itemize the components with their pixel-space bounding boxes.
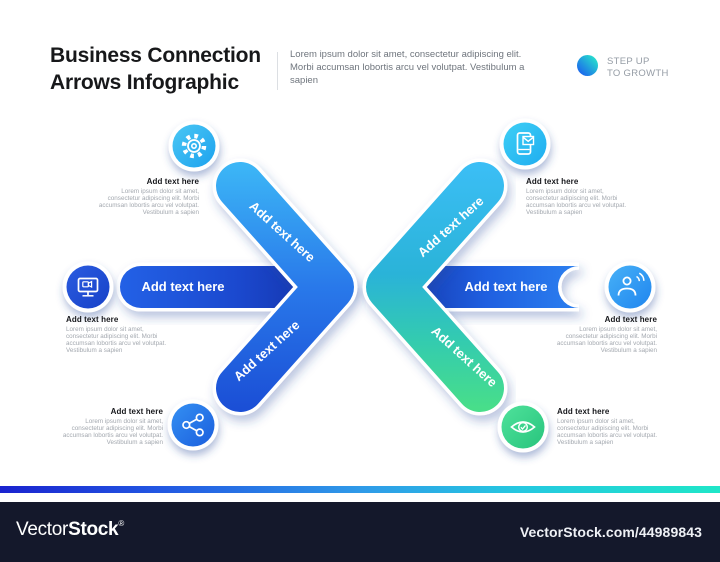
text-block-middle-left: Add text here Lorem ipsum dolor sit amet… (66, 315, 176, 354)
band-label-right-horizontal: Add text here (464, 279, 548, 294)
block-body: Lorem ipsum dolor sit amet, consectetur … (62, 418, 163, 447)
block-body: Lorem ipsum dolor sit amet, consectetur … (98, 188, 199, 217)
page-title: Business Connection Arrows Infographic (50, 42, 261, 96)
block-heading: Add text here (604, 315, 657, 324)
smartphone-mail-icon (499, 118, 551, 170)
block-body: Lorem ipsum dolor sit amet, consectetur … (557, 418, 658, 447)
registered-mark: ® (118, 519, 124, 528)
header-divider (277, 52, 278, 90)
block-body: Lorem ipsum dolor sit amet, consectetur … (66, 326, 167, 355)
vectorstock-logo: VectorStock® (16, 519, 124, 541)
left-chevron-band (212, 158, 358, 416)
gear-icon (168, 120, 220, 172)
gradient-divider-bar (0, 486, 720, 493)
band-label-left-horizontal: Add text here (141, 279, 225, 294)
monitor-video-icon (62, 261, 114, 313)
brand-prefix: Vector (16, 519, 69, 540)
title-line-1: Business Connection (50, 44, 261, 67)
watermark-footer: VectorStock® VectorStock.com/44989843 (0, 502, 720, 562)
block-heading: Add text here (526, 177, 579, 186)
eye-check-icon (497, 401, 549, 453)
header-description: Lorem ipsum dolor sit amet, consectetur … (290, 49, 525, 86)
badge-line-2: TO GROWTH (607, 67, 669, 79)
share-icon (167, 399, 219, 451)
block-body: Lorem ipsum dolor sit amet, consectetur … (556, 326, 657, 355)
text-block-bottom-right: Add text here Lorem ipsum dolor sit amet… (557, 407, 660, 446)
block-heading: Add text here (146, 177, 199, 186)
brand-suffix: Stock (68, 519, 119, 540)
text-block-bottom-left: Add text here Lorem ipsum dolor sit amet… (60, 407, 163, 446)
right-chevron-band (362, 158, 508, 416)
person-broadcast-icon (604, 261, 656, 313)
badge-line-1: STEP UP (607, 56, 650, 67)
text-block-middle-right: Add text here Lorem ipsum dolor sit amet… (547, 315, 657, 354)
text-block-top-right: Add text here Lorem ipsum dolor sit amet… (526, 177, 629, 216)
header-badge: STEP UP TO GROWTH (607, 56, 669, 79)
block-heading: Add text here (557, 407, 610, 416)
block-heading: Add text here (66, 315, 119, 324)
gradient-dot-icon (577, 55, 598, 76)
block-heading: Add text here (110, 407, 163, 416)
title-line-2: Arrows Infographic (50, 71, 239, 94)
watermark-reference: VectorStock.com/44989843 (519, 524, 702, 540)
text-block-top-left: Add text here Lorem ipsum dolor sit amet… (96, 177, 199, 216)
block-body: Lorem ipsum dolor sit amet, consectetur … (526, 188, 627, 217)
